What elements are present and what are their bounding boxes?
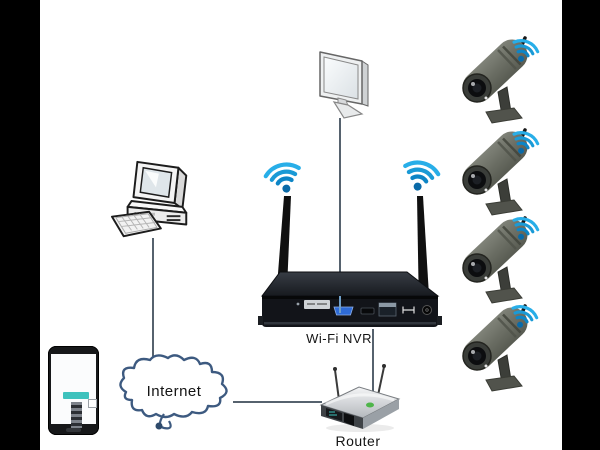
nvr-label: Wi-Fi NVR — [306, 331, 372, 346]
cable-pc-to-cloud — [152, 238, 154, 366]
letterbox-left — [0, 0, 40, 450]
cable-nvr-to-router — [372, 329, 374, 395]
cable-monitor-to-nvr-vga — [339, 296, 341, 313]
cable-cloud-to-router — [233, 401, 322, 403]
smartphone-app-button — [63, 392, 89, 399]
smartphone — [48, 346, 99, 435]
router — [314, 360, 406, 434]
letterbox-right — [562, 0, 600, 450]
desktop-computer-icon — [110, 158, 198, 246]
internet-label: Internet — [146, 383, 202, 400]
router-icon — [314, 360, 406, 434]
smartphone-app-graphic — [71, 402, 82, 428]
monitor-icon — [314, 46, 380, 122]
smartphone-screen — [51, 354, 97, 428]
desktop-computer — [110, 158, 198, 246]
cable-monitor-to-nvr — [339, 118, 341, 296]
nvr-box-icon — [258, 190, 442, 330]
smartphone-home-button — [66, 428, 81, 432]
router-label: Router — [335, 433, 381, 449]
display-monitor — [314, 46, 380, 122]
wifi-nvr — [258, 190, 442, 330]
smartphone-app-thumbnail — [88, 399, 97, 408]
